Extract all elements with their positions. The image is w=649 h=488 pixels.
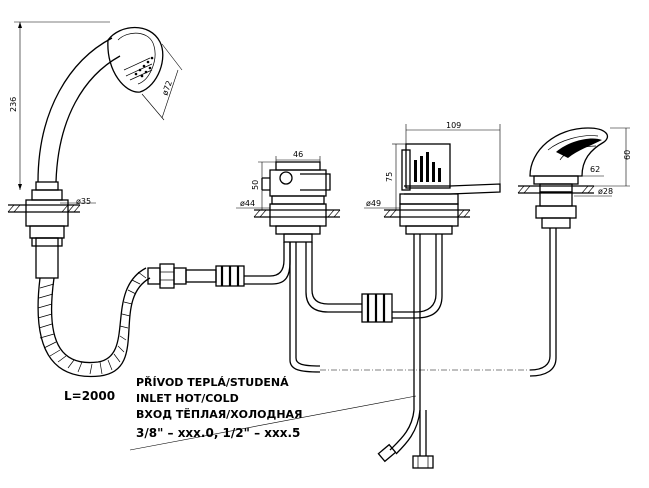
hose-length-label: L=2000 [64, 389, 115, 403]
note-line-en: INLET HOT/COLD [136, 392, 239, 405]
dim-mixer-base: ø49 [366, 199, 381, 208]
dim-shower-base: ø35 [76, 197, 91, 206]
dim-handshower-head: ø72 [160, 79, 174, 96]
dim-valve-base: ø44 [240, 199, 255, 208]
note-line-ru: ВХОД ТЁПЛАЯ/ХОЛОДНАЯ [136, 407, 303, 421]
note-line-cs: PŘÍVOD TEPLÁ/STUDENÁ [136, 376, 289, 389]
dim-mixer-width: 109 [446, 121, 461, 130]
hand-shower: 236 ø72 ø35 [7, 21, 183, 279]
inlet-hoses [129, 395, 434, 469]
mixer-body: 109 75 ø49 [361, 121, 501, 410]
bath-spout: 60 62 ø28 [517, 127, 632, 377]
inlet-note: PŘÍVOD TEPLÁ/STUDENÁ INLET HOT/COLD ВХОД… [136, 376, 303, 440]
dim-spout-base: ø28 [598, 187, 613, 196]
diverter-valve: 46 50 ø44 [236, 150, 362, 373]
dim-valve-height: 50 [251, 180, 260, 190]
dim-handshower-height: 236 [9, 97, 18, 112]
dim-spout-height: 60 [623, 150, 632, 160]
dim-spout-projection: 62 [590, 165, 600, 174]
note-line-sizes: 3/8" – xxx.0, 1/2" – xxx.5 [136, 426, 300, 440]
dim-mixer-height: 75 [385, 172, 394, 182]
flexible-hose: L=2000 [37, 263, 245, 403]
dim-valve-width: 46 [293, 150, 303, 159]
